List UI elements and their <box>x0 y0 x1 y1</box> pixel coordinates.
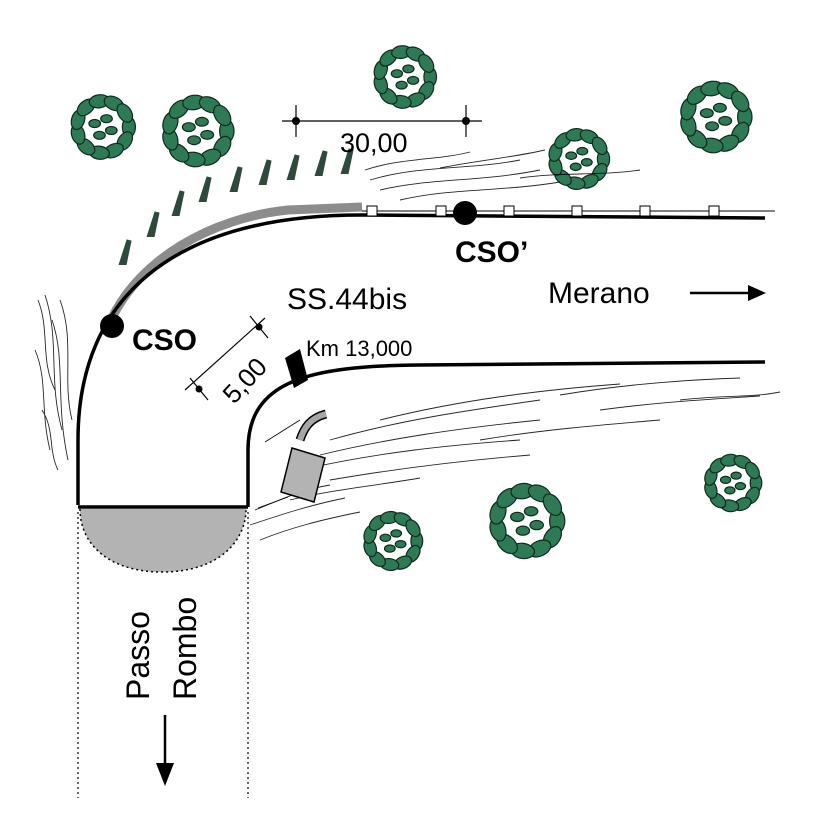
railing-post <box>639 205 651 217</box>
arrow-down-icon <box>156 715 174 786</box>
railing-post <box>435 205 447 217</box>
guard-rail-spike <box>286 154 300 181</box>
merano-label: Merano <box>548 277 650 310</box>
road-name-label: SS.44bis <box>287 283 407 316</box>
guard-rail-spikes <box>118 148 354 266</box>
dimension-30: 30,00 <box>282 105 482 158</box>
railing-post <box>366 205 378 217</box>
passo-label: Passo <box>120 611 156 700</box>
cso-point-icon <box>100 314 124 338</box>
tree-icon <box>704 453 763 513</box>
guard-rail-spike <box>314 150 328 177</box>
cso-label: CSO <box>132 324 197 357</box>
cso-prime-label: CSO’ <box>455 236 528 269</box>
culvert <box>257 409 328 509</box>
tree-icon <box>680 80 753 154</box>
turnaround-outline <box>79 508 247 573</box>
tree-icon <box>162 94 235 168</box>
km-marker-label: Km 13,000 <box>306 336 412 361</box>
turnaround-area <box>80 509 246 572</box>
tree-icon <box>548 128 611 190</box>
tree-icon <box>70 94 136 160</box>
guard-rail-spike <box>340 148 354 175</box>
km-marker-post <box>285 349 308 388</box>
railing-post <box>708 205 720 217</box>
tree-icon <box>373 45 438 109</box>
guard-rail-spike <box>118 239 132 266</box>
cso-prime-point-icon <box>453 201 477 225</box>
terrain-hatching <box>34 149 781 541</box>
road-edge-outer <box>76 213 766 505</box>
railing-post <box>503 205 515 217</box>
trees-layer <box>70 45 763 572</box>
guard-rail-spike <box>258 159 272 186</box>
railing <box>362 205 775 217</box>
dimension-5: 5,00 <box>184 315 273 409</box>
guard-rail-spike <box>198 176 212 203</box>
rombo-label: Rombo <box>167 597 203 700</box>
arrow-right-icon <box>690 285 766 301</box>
railing-post <box>571 205 583 217</box>
guard-rail-spike <box>171 190 185 217</box>
guard-rail-spike <box>146 211 160 238</box>
tree-icon <box>363 510 424 572</box>
guard-rail-spike <box>229 166 243 193</box>
road-edge-inner <box>246 360 766 507</box>
tree-icon <box>489 482 566 560</box>
dimension-30-label: 30,00 <box>340 128 408 158</box>
